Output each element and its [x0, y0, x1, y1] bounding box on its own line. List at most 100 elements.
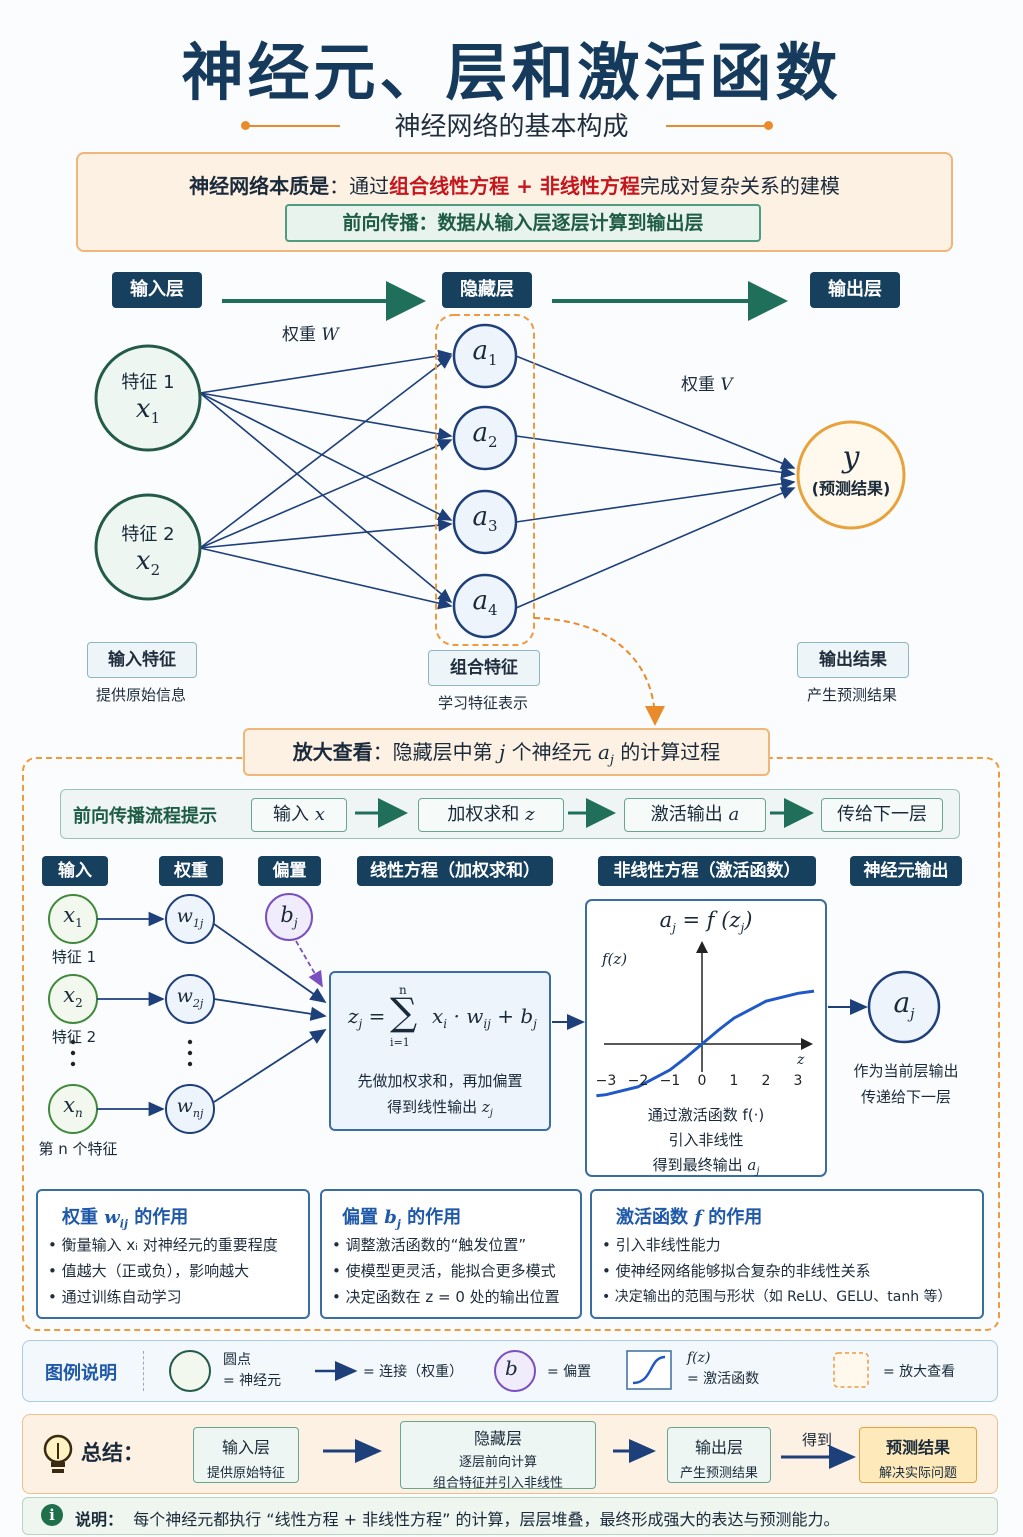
summary-arrows: [323, 1439, 856, 1469]
forward-propagation-note: 前向传播：数据从输入层逐层计算到输出层: [285, 204, 761, 242]
legend-neuron-icon: [169, 1350, 211, 1392]
zoom-output-desc: 作为当前层输出 传递给下一层: [836, 1058, 976, 1110]
zoom-w2j-sym: w: [176, 985, 193, 1007]
summary-step-output-title: 输出层: [694, 1438, 743, 1457]
zoom-title: 放大查看：隐藏层中第 j 个神经元 aj 的计算过程: [243, 728, 770, 776]
hidden-neuron-4: [452, 573, 518, 639]
essence-highlight-linear: 组合线性方程: [389, 174, 510, 198]
connection: [515, 477, 796, 523]
linear-equation-box: [329, 971, 551, 1131]
legend-bias-symbol: b: [505, 1356, 518, 1380]
zoom-title-bold: 放大查看: [292, 740, 373, 764]
essence-colon: ：通过: [329, 174, 390, 198]
zoom-w2j-sub: 2j: [192, 996, 204, 1010]
zoom-title-j: j: [499, 740, 506, 764]
summary-step-hidden-desc2: 组合特征并引入非线性: [432, 1476, 563, 1491]
weight-sum-arrow: [213, 923, 327, 1004]
zoom-title-a: ：隐藏层中第: [372, 740, 500, 764]
hidden-2-text: a2: [455, 418, 515, 451]
zoom-title-b: 个神经元: [505, 740, 598, 764]
activation-desc-3: 得到最终输出 aj: [586, 1153, 826, 1184]
flow-step-sum-sym: z: [525, 804, 535, 825]
feature-2-symbol: x: [135, 546, 151, 576]
weight-v-symbol: V: [720, 375, 733, 395]
weight-w-text: 权重: [282, 325, 316, 345]
info-weight-item-3-text: 通过训练自动学习: [61, 1288, 182, 1306]
bias-sum-arrow: [295, 940, 323, 988]
zoom-title-c: 的计算过程: [613, 740, 721, 764]
connection: [199, 547, 453, 610]
hidden-layer-frame: [435, 314, 535, 646]
subtitle-dot-left: [241, 121, 250, 130]
input-neuron-1: [94, 344, 202, 452]
eq-z: zj =: [348, 1004, 386, 1031]
flow-step-activate-text: 激活输出: [650, 804, 729, 825]
hidden-1-text: a1: [455, 336, 515, 369]
hidden-output-connections: [515, 355, 796, 609]
hidden-2-sub: 2: [487, 433, 498, 452]
info-bias-item-3: • 决定函数在 z = 0 处的输出位置: [332, 1288, 560, 1306]
lightbulb-icon: [43, 1434, 73, 1473]
legend-arrow-text: = 连接（权重）: [363, 1364, 464, 1380]
caption-output-title: 输出结果: [797, 642, 909, 678]
activation-desc-3-sub: j: [756, 1166, 760, 1177]
legend-function-text: f(z)= 激活函数: [687, 1348, 759, 1390]
summary-step-output: 输出层 产生预测结果: [667, 1427, 771, 1483]
summary-arrow-label: 得到: [801, 1431, 832, 1449]
network-diagram: [94, 281, 906, 726]
summary-result: 预测结果 解决实际问题: [859, 1427, 977, 1483]
ellipsis-dot: [70, 1039, 76, 1045]
summary-step-hidden: 隐藏层 逐层前向计算 组合特征并引入非线性: [400, 1421, 596, 1491]
hidden-4-symbol: a: [472, 586, 488, 616]
info-bias-title: 偏置 bj 的作用: [342, 1203, 461, 1231]
hidden-3-symbol: a: [472, 502, 488, 532]
weight-v-label: 权重 V: [681, 370, 733, 395]
connection: [515, 487, 796, 609]
x-tick-label: 0: [698, 1073, 707, 1089]
weight-sum-arrow: [213, 1029, 327, 1103]
linear-desc: 先做加权求和，再加偏置 得到线性输出 zj: [330, 1068, 550, 1127]
tag-input-layer: 输入层: [112, 272, 202, 308]
activation-desc-3-sym: a: [747, 1156, 757, 1174]
caption-hidden-title: 组合特征: [428, 650, 540, 686]
zoom-output-desc-1: 作为当前层输出: [853, 1062, 959, 1080]
hidden-3-text: a3: [455, 502, 515, 535]
ellipsis-dot: [70, 1050, 76, 1056]
zoom-title-aj: a: [597, 740, 610, 764]
connection: [199, 392, 453, 604]
linear-desc-1: 先做加权求和，再加偏置: [357, 1072, 523, 1090]
activation-box: [585, 899, 827, 1177]
legend-neuron-text-b: = 神经元: [223, 1373, 282, 1389]
zoom-xn-text: xn: [49, 1093, 97, 1120]
zoom-w2j-text: w2j: [166, 985, 214, 1010]
x-tick-label: 2: [762, 1073, 771, 1089]
activation-title: aj = f (zj): [659, 908, 753, 936]
linear-equation: zj = n ∑ i=1 xi · wij + bj: [346, 983, 546, 1050]
linear-desc-2: 得到线性输出 zj: [330, 1094, 550, 1127]
ellipsis-dot: [70, 1061, 76, 1067]
feature-1-label: 特征 1: [121, 372, 175, 393]
col-tag-linear: 线性方程（加权求和）: [357, 856, 553, 886]
sigmoid-curve: [596, 989, 815, 1098]
flow-step-activate-sym: a: [728, 804, 740, 825]
info-activation-item-3: • 决定输出的范围与形状（如 ReLU、GELU、tanh 等）: [602, 1289, 952, 1305]
info-activation-item-3-text: 决定输出的范围与形状（如 ReLU、GELU、tanh 等）: [614, 1289, 952, 1305]
ellipsis-dot: [187, 1039, 193, 1045]
eq-terms: xi · wij + bj: [432, 1004, 537, 1031]
summary-result-desc: 解决实际问题: [878, 1466, 957, 1481]
summary-step-hidden-desc: 逐层前向计算: [458, 1455, 537, 1470]
zoom-x2-text: x2: [49, 983, 97, 1010]
caption-output-desc: 产生预测结果: [806, 686, 897, 704]
x-tick-label: −2: [628, 1073, 649, 1089]
activation-desc: 通过激活函数 f(·) 引入非线性 得到最终输出 aj: [586, 1103, 826, 1184]
essence-suffix: 完成对复杂关系的建模: [639, 174, 840, 198]
flow-step-input-text: 输入: [273, 804, 315, 825]
info-bias-title-sym: b: [384, 1207, 397, 1228]
output-neuron: [796, 420, 906, 530]
zoom-title-jsub: j: [609, 753, 614, 768]
legend-function-curve: [632, 1355, 666, 1385]
zoom-w1j-sym: w: [176, 905, 193, 927]
info-bias: 偏置 bj 的作用 • 调整激活函数的“触发位置” • 使模型更灵活，能拟合更多…: [320, 1189, 582, 1319]
